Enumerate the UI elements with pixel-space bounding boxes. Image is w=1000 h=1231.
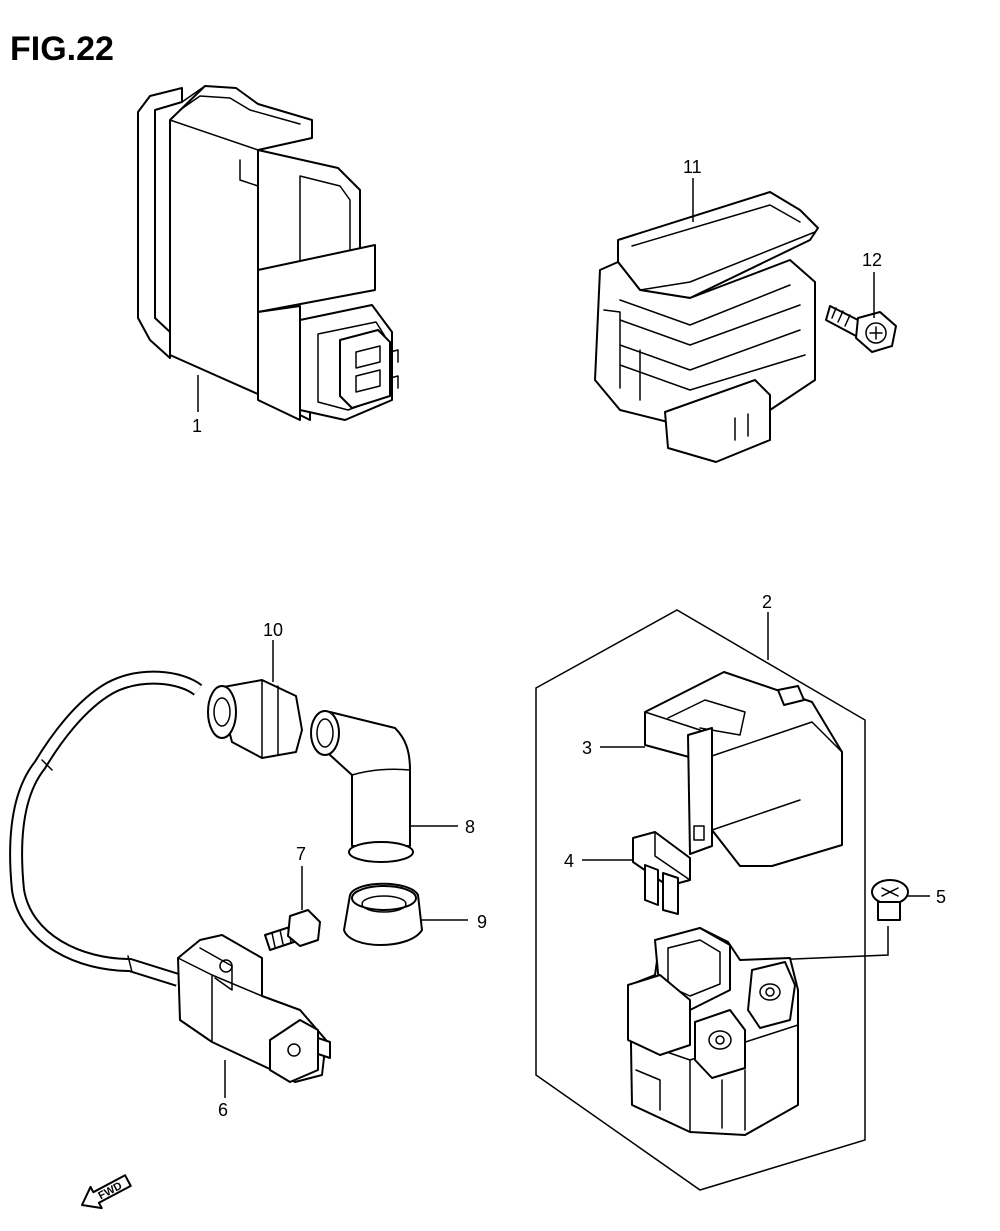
callout-6: 6 [218,1100,228,1120]
callout-8: 8 [465,817,475,837]
fwd-arrow-icon: FWD [81,1174,132,1210]
callout-11: 11 [683,157,702,177]
callout-10: 10 [263,620,283,640]
callout-12: 12 [862,250,882,270]
part-9-seal [343,882,468,946]
callout-1: 1 [192,416,202,436]
figure-title: FIG.22 [10,30,114,68]
part-2-starter-relay-assembly [535,609,866,1191]
part-4-fuse [582,831,691,915]
callout-3: 3 [582,738,592,758]
part-6-ignition-coil [9,670,331,1098]
part-1-cdi-unit [137,85,399,421]
starter-relay-body [627,927,799,1136]
part-3-relay-cover [600,671,843,867]
part-5-screw [769,879,930,961]
callout-4: 4 [564,851,574,871]
callout-2: 2 [762,592,772,612]
fwd-label: FWD [96,1180,124,1202]
callout-7: 7 [296,844,306,864]
part-8-plug-cap [310,710,458,863]
callout-9: 9 [477,912,487,932]
part-12-bolt [825,272,897,353]
part-11-regulator [594,178,819,463]
callout-5: 5 [936,887,946,907]
part-7-bolt [264,866,321,951]
part-10-grommet [207,640,303,759]
